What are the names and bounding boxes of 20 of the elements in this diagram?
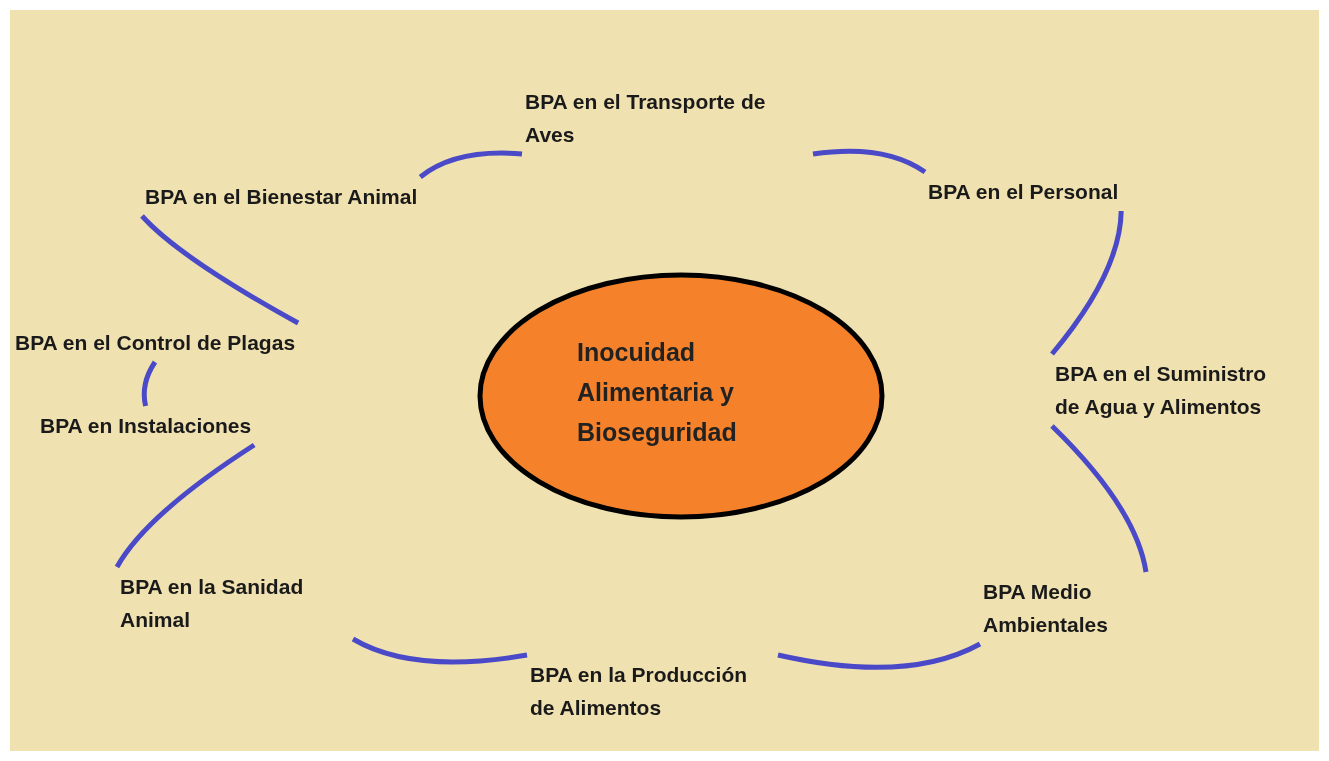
arc-connector bbox=[1050, 210, 1124, 356]
arc-connector bbox=[141, 360, 158, 407]
topic-label: BPA en el Personal bbox=[928, 175, 1119, 208]
topic-label: BPA en la Producción de Alimentos bbox=[530, 658, 775, 724]
topic-label: BPA Medio Ambientales bbox=[983, 575, 1143, 641]
center-label: Inocuidad Alimentaria y Bioseguridad bbox=[577, 337, 738, 448]
topic-label: BPA en el Bienestar Animal bbox=[145, 180, 418, 213]
arc-connector bbox=[1050, 424, 1149, 573]
arc-connector bbox=[418, 150, 523, 179]
topic-label: BPA en el Control de Plagas bbox=[15, 326, 296, 359]
topic-label: BPA en la Sanidad Animal bbox=[120, 570, 350, 636]
arc-connector bbox=[351, 636, 528, 665]
central-ellipse bbox=[477, 272, 885, 520]
topic-label: BPA en el Suministro de Agua y Alimentos bbox=[1055, 357, 1287, 423]
arc-connector bbox=[114, 442, 256, 569]
topic-label: BPA en el Transporte de Aves bbox=[525, 85, 810, 151]
arc-connector bbox=[777, 641, 982, 670]
arc-connector bbox=[140, 214, 300, 326]
arc-connector bbox=[812, 148, 927, 175]
topic-label: BPA en Instalaciones bbox=[40, 409, 252, 442]
